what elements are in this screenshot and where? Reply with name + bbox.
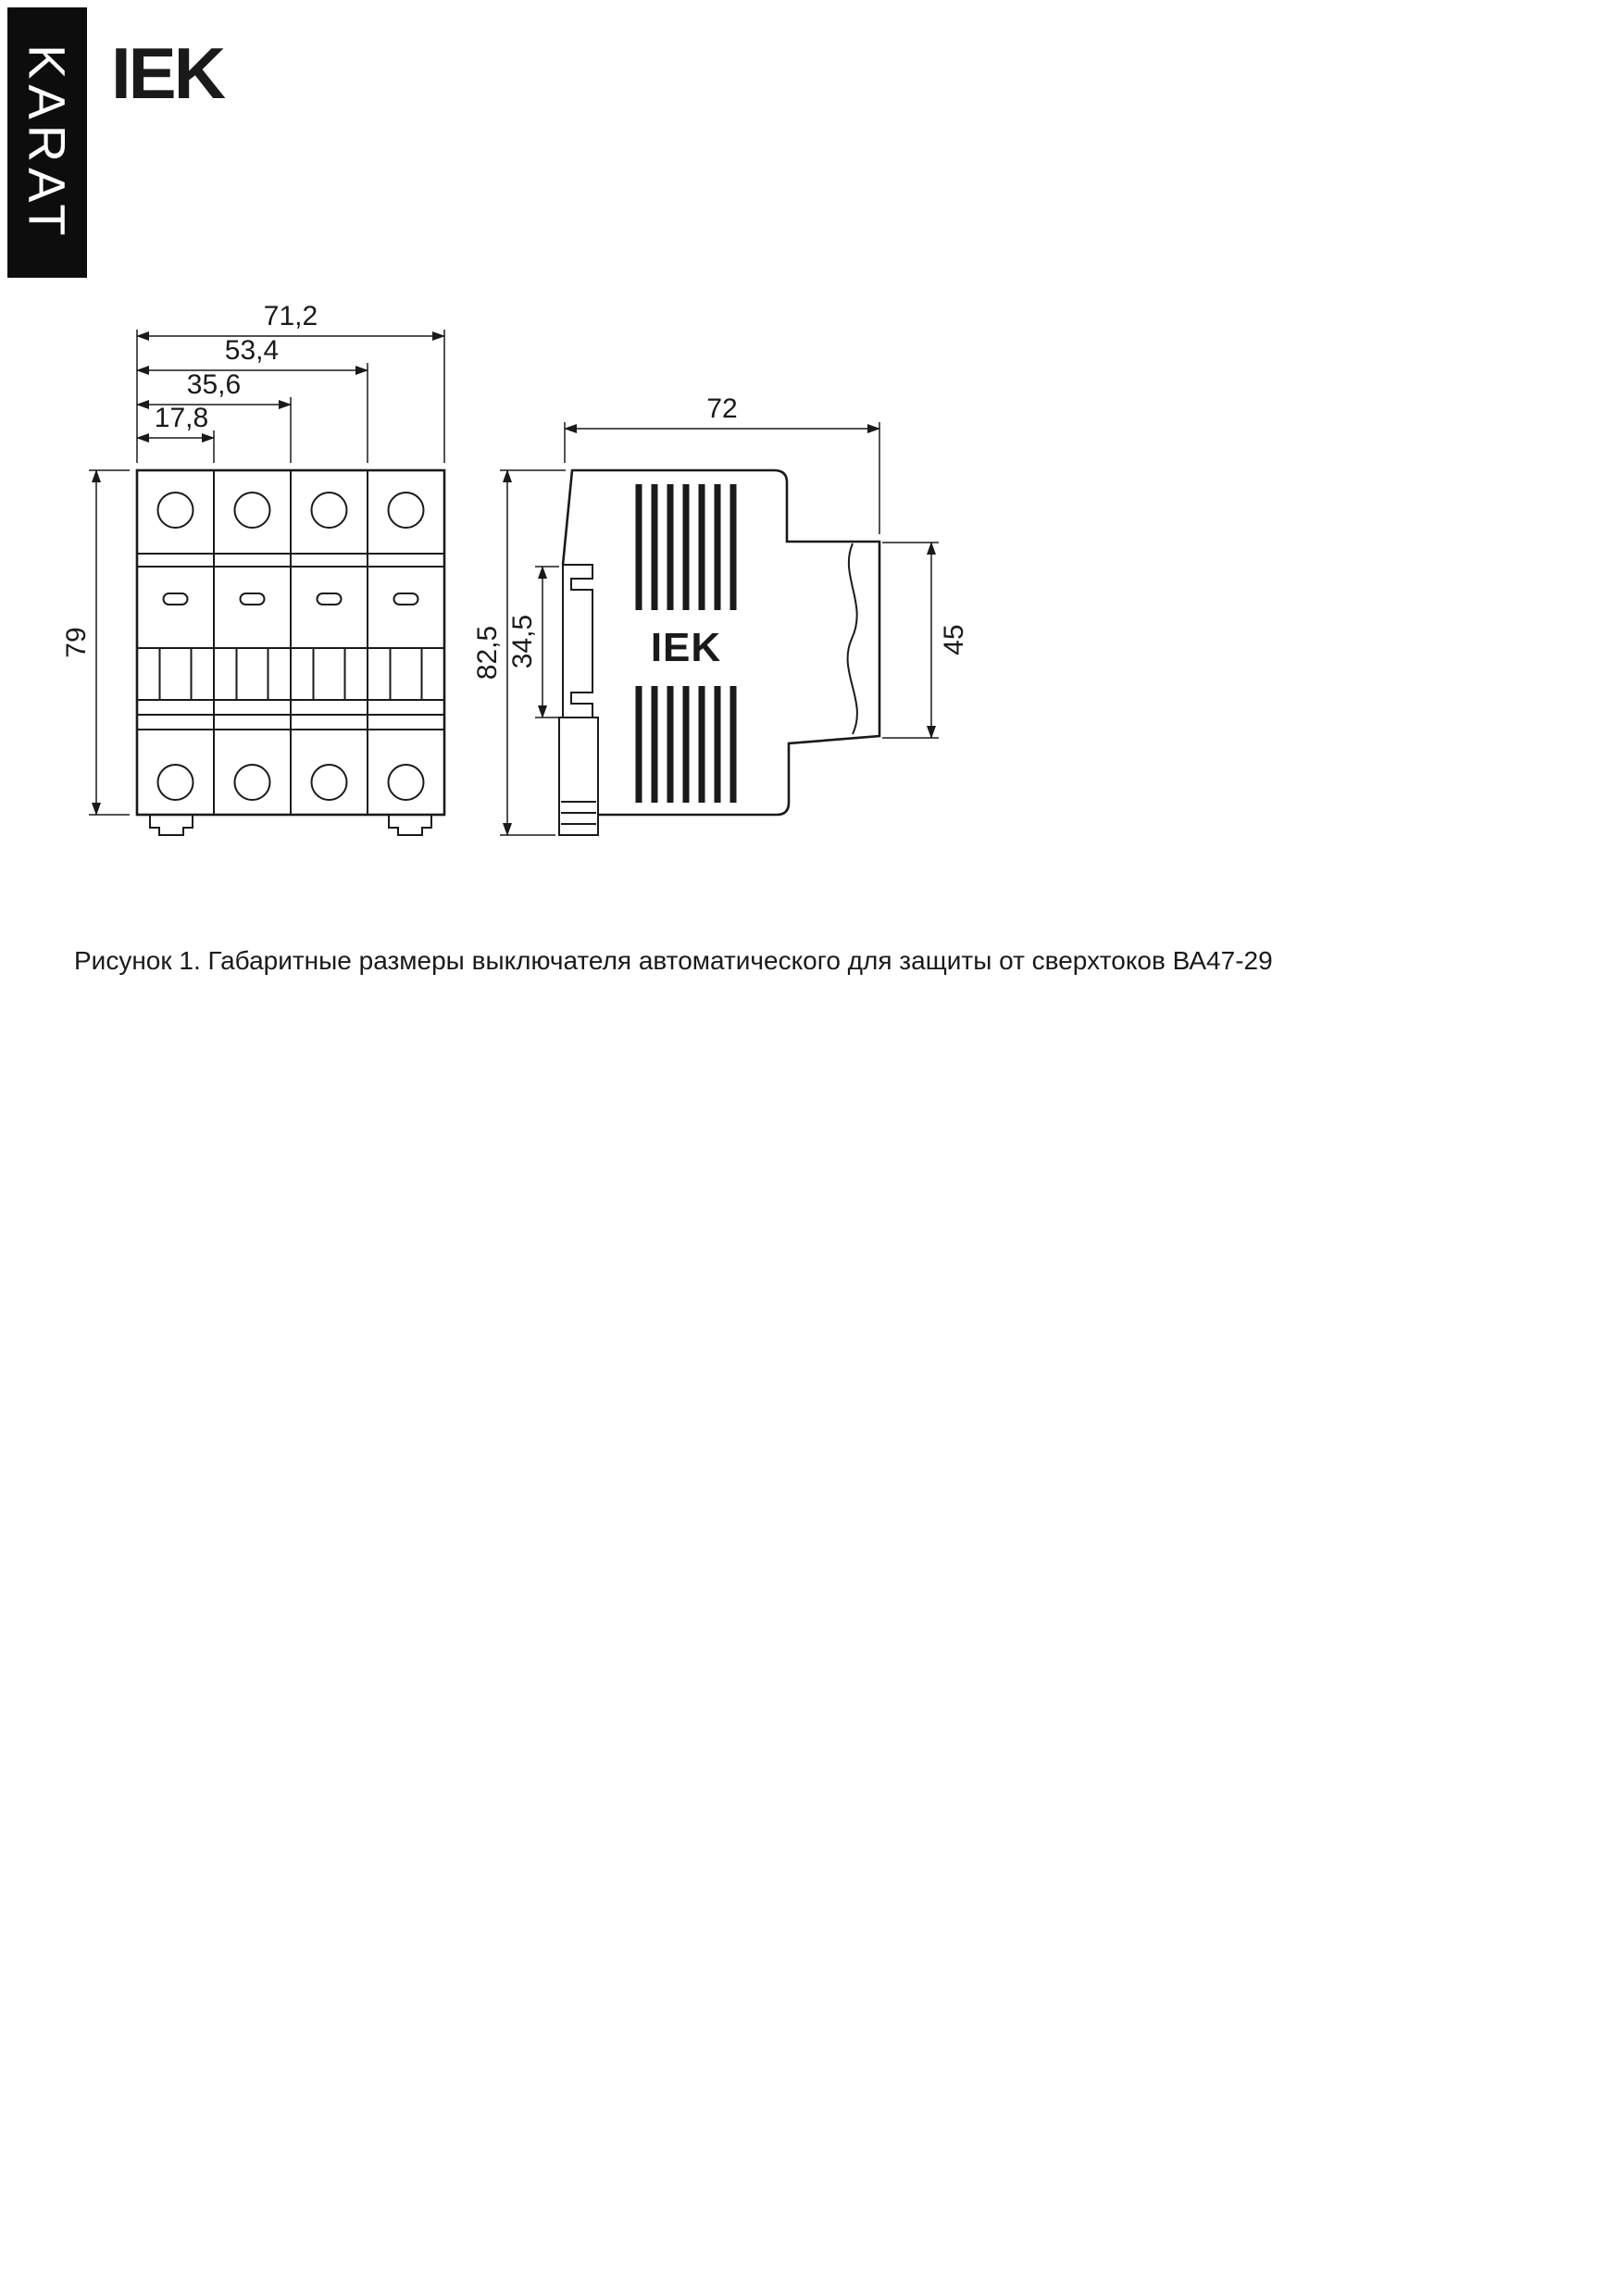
- terminal-screw-bottom: [387, 764, 425, 801]
- side-view-dimensions: 72 82,5 34,5 45: [472, 393, 969, 836]
- terminal-screw-top: [310, 492, 348, 529]
- terminal-screw-bottom: [156, 764, 194, 801]
- iek-logo: IEK: [111, 32, 226, 114]
- din-rail-profile: [563, 564, 593, 718]
- side-view-body: IEK: [558, 468, 881, 836]
- vent-slats-bottom: [635, 686, 737, 803]
- dim-label-height-total: 82,5: [472, 626, 503, 680]
- label-window-slot: [393, 593, 419, 605]
- dim-label-width-3modules: 53,4: [225, 335, 279, 366]
- vent-slats-top: [635, 484, 737, 610]
- figure-caption: Рисунок 1. Габаритные размеры выключател…: [74, 946, 1273, 975]
- din-rail-tab: [388, 815, 432, 836]
- toggle-handle: [312, 647, 346, 701]
- toggle-handle: [158, 647, 193, 701]
- dim-label-width-2modules: 35,6: [187, 369, 241, 400]
- terminal-screw-top: [233, 492, 271, 529]
- dim-label-height: 79: [61, 627, 92, 657]
- din-clip: [558, 717, 599, 836]
- terminal-screw-top: [156, 492, 194, 529]
- label-window-slot: [162, 593, 189, 605]
- label-window-slot: [239, 593, 266, 605]
- toggle-handle: [389, 647, 423, 701]
- figure-1-drawing: 71,2 53,4 35,6 17,8 79: [61, 301, 969, 836]
- terminal-break-wave: [846, 543, 858, 735]
- breaker-side-outline: [561, 468, 881, 817]
- label-window-slot: [316, 593, 343, 605]
- terminal-screw-bottom: [233, 764, 271, 801]
- dim-label-depth: 72: [706, 393, 737, 424]
- toggle-handle: [235, 647, 269, 701]
- dim-label-rail-section: 34,5: [507, 615, 538, 668]
- din-rail-tab: [149, 815, 193, 836]
- brand-karat-block: KARAT: [7, 7, 87, 278]
- side-body-iek-logo: IEK: [651, 625, 721, 670]
- side-view: IEK 72 82,5 34,5: [472, 393, 969, 836]
- front-view: 71,2 53,4 35,6 17,8 79: [61, 301, 446, 836]
- dim-label-terminal-face: 45: [939, 624, 969, 655]
- dim-label-width-total: 71,2: [264, 301, 318, 331]
- front-view-dimensions: 71,2 53,4 35,6 17,8 79: [61, 301, 445, 816]
- terminal-screw-top: [387, 492, 425, 529]
- terminal-screw-bottom: [310, 764, 348, 801]
- brand-karat-label: KARAT: [18, 44, 77, 242]
- front-view-body: [135, 468, 446, 836]
- dim-label-width-1module: 17,8: [155, 403, 208, 433]
